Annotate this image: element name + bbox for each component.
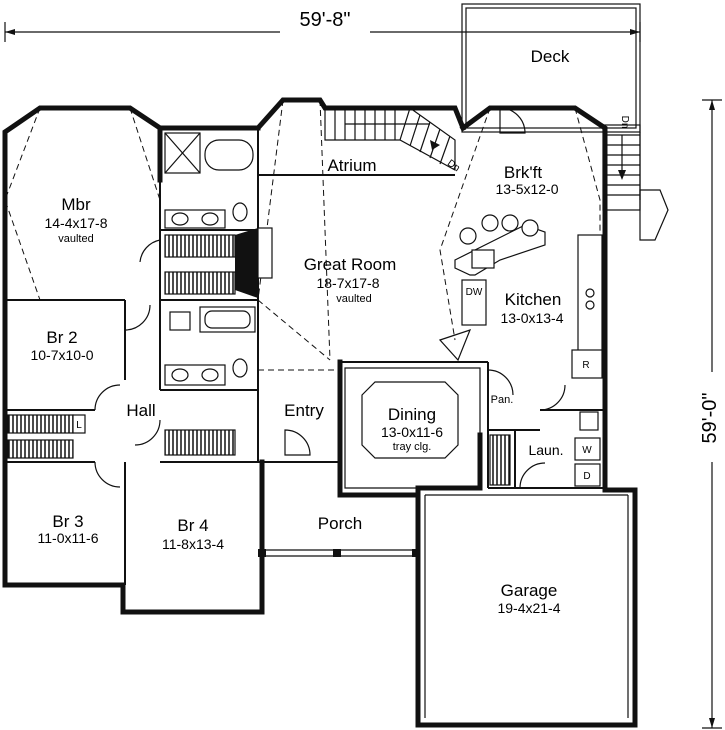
br4-size: 11-8x13-4: [162, 536, 224, 552]
dining-name: Dining: [388, 405, 436, 424]
brkft-size: 13-5x12-0: [495, 181, 558, 197]
closets: [7, 234, 511, 486]
doors: [94, 107, 566, 489]
hall-bath: [164, 306, 256, 386]
deck-stairs-down-label: Dn: [619, 116, 630, 129]
dishwasher-label: DW: [466, 287, 483, 298]
dining-note: tray clg.: [393, 441, 432, 453]
depth-dimension-label: 59'-0": [699, 393, 721, 444]
garage-size: 19-4x21-4: [497, 600, 560, 616]
kitchen-size: 13-0x13-4: [500, 310, 563, 326]
laundry-label: Laun.: [528, 442, 563, 458]
room-labels: Deck Atrium Mbr 14-4x17-8 vaulted Brk'ft…: [30, 47, 569, 616]
pantry-label: Pan.: [491, 394, 514, 406]
refrigerator-label: R: [582, 360, 589, 371]
garage: [424, 494, 629, 718]
br2-size: 10-7x10-0: [30, 347, 93, 363]
great-room-note: vaulted: [336, 293, 371, 305]
hall-label: Hall: [126, 401, 155, 420]
width-dimension-label: 59'-8": [300, 9, 351, 31]
br4-name: Br 4: [177, 516, 208, 535]
garage-name: Garage: [501, 581, 558, 600]
br3-size: 11-0x11-6: [38, 530, 99, 546]
master-bath: [164, 132, 254, 229]
br2-name: Br 2: [46, 328, 77, 347]
porch-label: Porch: [318, 514, 362, 533]
dryer-label: D: [583, 471, 590, 482]
laundry-appliances: W D: [574, 411, 601, 487]
great-room-size: 18-7x17-8: [316, 275, 379, 291]
brkft-name: Brk'ft: [504, 163, 542, 182]
kitchen-name: Kitchen: [505, 290, 562, 309]
entry-label: Entry: [284, 401, 324, 420]
fireplace: [235, 227, 273, 298]
washer-label: W: [582, 445, 592, 456]
deck-label: Deck: [531, 47, 570, 66]
dining-tray-ceiling: [344, 367, 481, 489]
atrium-stairs-down-label: Dn: [445, 158, 462, 174]
mbr-name: Mbr: [61, 195, 91, 214]
depth-dimension: 59'-0": [698, 99, 725, 729]
br3-name: Br 3: [52, 512, 83, 531]
mbr-size: 14-4x17-8: [44, 215, 107, 231]
width-dimension: 59'-8": [4, 8, 641, 42]
atrium-label: Atrium: [327, 156, 376, 175]
deck-stairs: Dn: [602, 116, 641, 211]
linen-label: L: [76, 420, 82, 431]
linen-closet: L: [72, 414, 86, 434]
dining-size: 13-0x11-6: [381, 424, 443, 440]
kitchen-counters: DW R: [461, 234, 603, 379]
kitchen-island: [454, 214, 546, 276]
interior-walls: [5, 128, 605, 585]
porch: [258, 549, 420, 557]
deck: [461, 3, 669, 241]
mbr-note: vaulted: [58, 233, 93, 245]
great-room-name: Great Room: [304, 255, 397, 274]
